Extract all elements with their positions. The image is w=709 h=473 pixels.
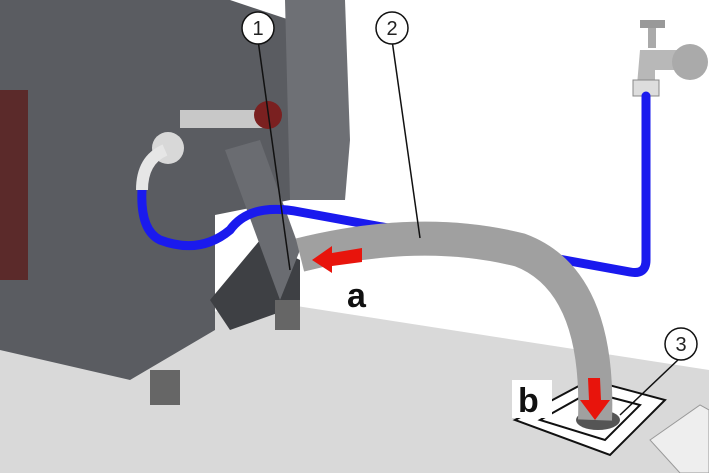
label-a: a [347, 277, 367, 315]
callout-1-label: 1 [252, 18, 263, 40]
callout-3: 3 [664, 327, 698, 361]
water-tap [632, 20, 708, 97]
callout-2: 2 [375, 11, 409, 45]
arrow-a-icon [312, 246, 362, 273]
callout-3-label: 3 [675, 334, 686, 356]
drain-hose [295, 221, 613, 421]
callout-1: 1 [241, 11, 275, 45]
label-b: b [518, 382, 539, 420]
callout-2-label: 2 [386, 18, 397, 40]
arrow-b-icon [580, 378, 610, 420]
water-inlet-hose [137, 91, 651, 277]
